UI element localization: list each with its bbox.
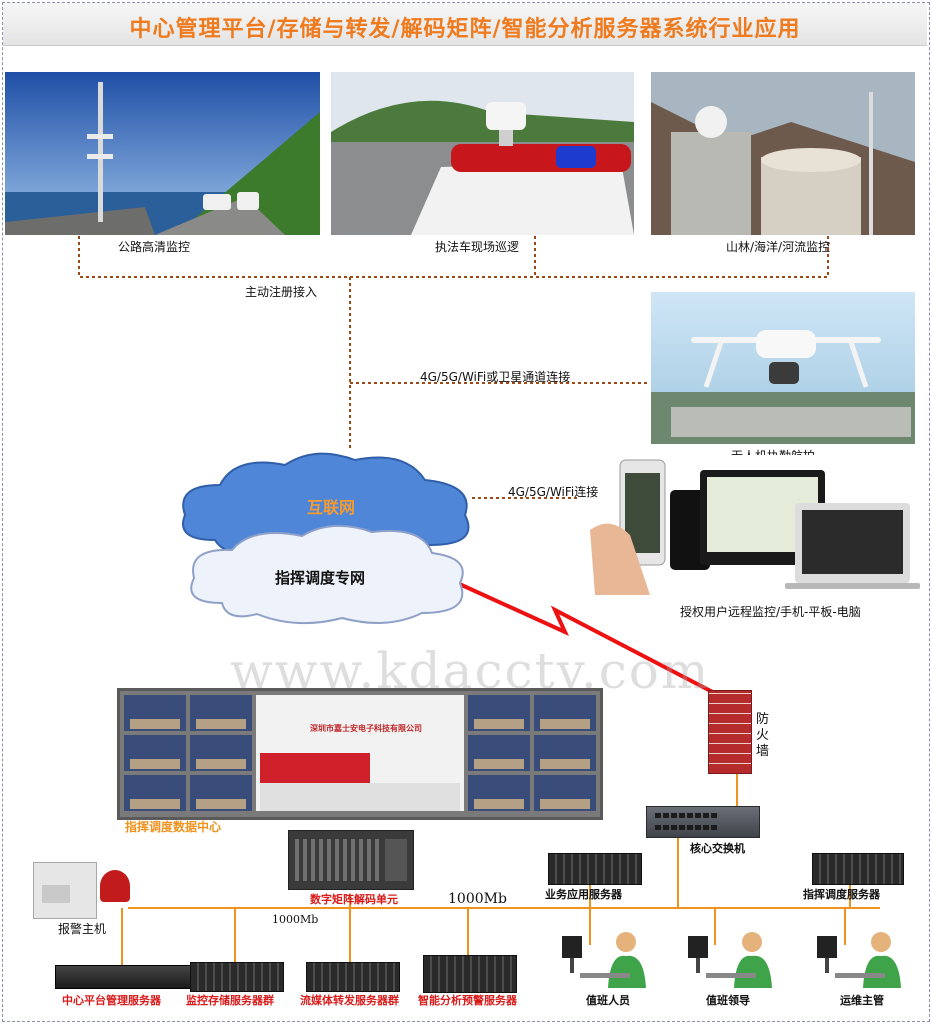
core-switch-device xyxy=(646,806,760,838)
wifi-link-label: 4G/5G/WiFi连接 xyxy=(508,485,599,499)
bandwidth-left-label: 1000Mb xyxy=(272,913,319,926)
storage-server-icon xyxy=(190,962,284,992)
command-network-label: 指挥调度专网 xyxy=(275,569,366,587)
matrix-decoder-label: 数字矩阵解码单元 xyxy=(310,893,398,906)
command-center-label: 指挥调度数据中心 xyxy=(125,820,222,834)
satellite-link-label: 4G/5G/WiFi或卫星通道连接 xyxy=(420,370,571,384)
firewall-icon xyxy=(708,690,752,774)
maintenance-workstation-icon xyxy=(815,928,905,988)
company-sign: 深圳市嘉士安电子科技有限公司 xyxy=(310,724,422,733)
leader-workstation-icon xyxy=(686,928,776,988)
bottom-server-label-4: 智能分析预警服务器 xyxy=(418,994,517,1007)
mobile-devices-photo xyxy=(580,455,925,595)
police-car-label: 执法车现场巡逻 xyxy=(435,240,520,254)
video-wall: 深圳市嘉士安电子科技有限公司 xyxy=(117,688,603,820)
alarm-host-icon xyxy=(33,862,97,919)
internet-label: 互联网 xyxy=(307,498,356,517)
highway-camera-photo xyxy=(5,72,320,235)
register-link-label: 主动注册接入 xyxy=(245,285,318,299)
staff-label-1: 值班人员 xyxy=(586,994,630,1007)
mobile-label: 授权用户远程监控/手机-平板-电脑 xyxy=(680,605,861,619)
streaming-server-icon xyxy=(306,962,400,992)
alarm-host-label: 报警主机 xyxy=(58,922,107,936)
forest-label: 山林/海洋/河流监控 xyxy=(726,240,831,254)
core-switch-label: 核心交换机 xyxy=(690,842,745,855)
business-server-icon xyxy=(548,853,642,885)
forest-tower-photo xyxy=(651,72,915,235)
drone-photo xyxy=(651,292,915,444)
matrix-decoder-device xyxy=(288,830,414,890)
dispatch-server-label: 指挥调度服务器 xyxy=(803,888,880,901)
title-bar: 中心管理平台/存储与转发/解码矩阵/智能分析服务器系统行业应用 xyxy=(3,3,927,46)
staff-label-2: 值班领导 xyxy=(706,994,750,1007)
wireless-link-lightning xyxy=(454,580,729,702)
page-title: 中心管理平台/存储与转发/解码矩阵/智能分析服务器系统行业应用 xyxy=(129,17,801,42)
bottom-server-label-2: 监控存储服务器群 xyxy=(186,994,274,1007)
police-car-photo xyxy=(331,72,634,235)
command-network-cloud xyxy=(190,524,464,625)
dispatch-server-icon xyxy=(812,853,904,885)
analysis-server-icon xyxy=(423,955,517,993)
alarm-siren-icon xyxy=(100,870,130,902)
firewall-label: 防火墙 xyxy=(756,712,770,759)
bandwidth-top-label: 1000Mb xyxy=(448,891,507,907)
bottom-server-label-1: 中心平台管理服务器 xyxy=(62,994,161,1007)
highway-label: 公路高清监控 xyxy=(118,240,191,254)
bottom-server-label-3: 流媒体转发服务器群 xyxy=(300,994,399,1007)
staff-label-3: 运维主管 xyxy=(840,994,884,1007)
business-server-label: 业务应用服务器 xyxy=(545,888,622,901)
center-management-server-icon xyxy=(55,965,192,989)
operator-workstation-icon xyxy=(560,928,650,988)
